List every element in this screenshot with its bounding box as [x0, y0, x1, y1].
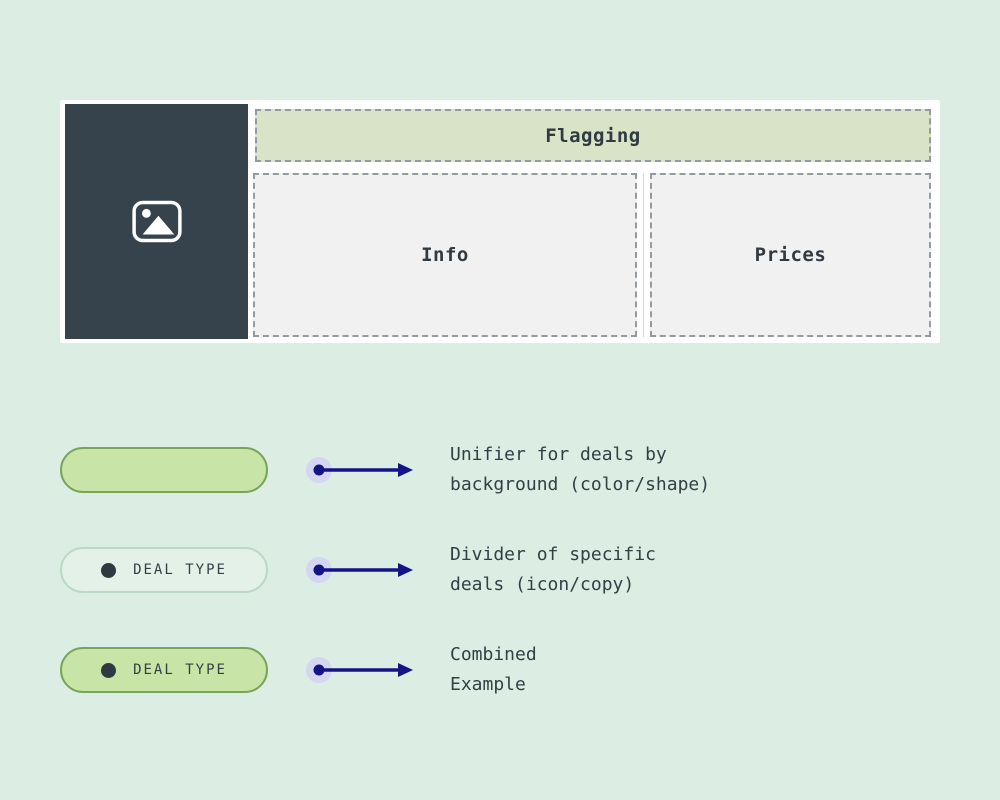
legend-description: Unifier for deals by background (color/s…: [450, 440, 710, 500]
connector-arrow: [306, 457, 413, 483]
pill-deal-type-label: DEAL TYPE: [133, 662, 227, 678]
legend-row-divider: DEAL TYPE Divider of specific deals (ico…: [0, 544, 1000, 595]
legend-row-unifier: Unifier for deals by background (color/s…: [0, 444, 1000, 495]
pill-unifier-background[interactable]: [60, 447, 268, 493]
info-zone: Info: [253, 173, 637, 337]
description-line: background (color/shape): [450, 474, 711, 495]
vertical-divider: [643, 173, 644, 337]
deal-card-wireframe: Flagging Info Prices: [60, 100, 940, 343]
pill-deal-type-combined[interactable]: DEAL TYPE: [60, 647, 268, 693]
info-zone-label: Info: [421, 244, 469, 266]
deal-type-dot-icon: [101, 662, 117, 678]
description-line: Unifier for deals by: [450, 444, 667, 465]
prices-zone-label: Prices: [754, 244, 827, 266]
prices-zone: Prices: [650, 173, 931, 337]
connector-arrow: [306, 557, 413, 583]
pill-deal-type-label: DEAL TYPE: [133, 562, 227, 578]
description-line: Divider of specific: [450, 544, 656, 565]
legend-row-combined: DEAL TYPE Combined Example: [0, 644, 1000, 695]
flagging-zone-label: Flagging: [545, 124, 641, 147]
connector-arrow: [306, 657, 413, 683]
description-line: deals (icon/copy): [450, 574, 635, 595]
deal-type-dot-icon: [101, 562, 117, 578]
description-line: Example: [450, 674, 526, 695]
image-icon: [131, 200, 182, 243]
description-line: Combined: [450, 644, 537, 665]
image-placeholder-panel: [65, 104, 248, 339]
flagging-zone: Flagging: [255, 109, 931, 162]
legend-description: Combined Example: [450, 640, 537, 700]
pill-deal-type-outlined[interactable]: DEAL TYPE: [60, 547, 268, 593]
legend-description: Divider of specific deals (icon/copy): [450, 540, 656, 600]
